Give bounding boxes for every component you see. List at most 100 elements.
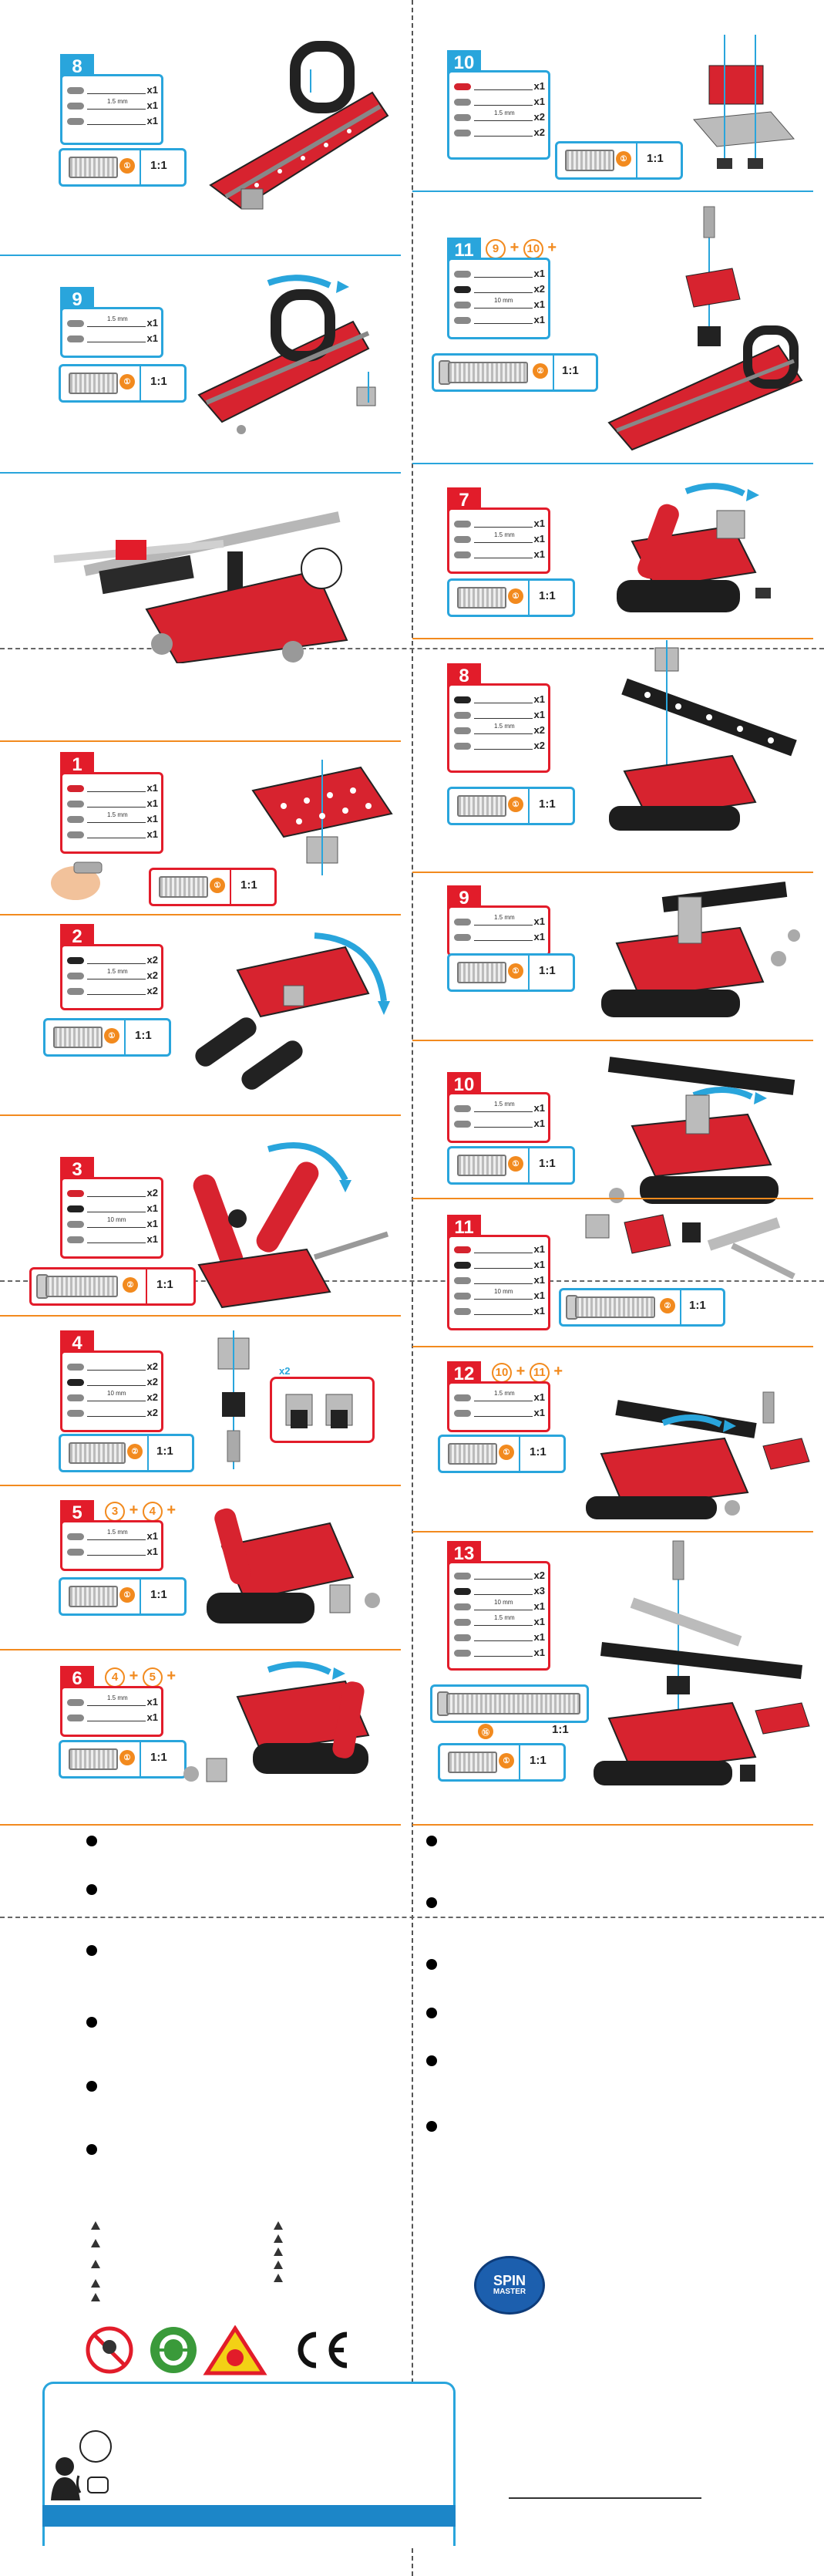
info-bullet — [86, 2081, 97, 2092]
bolt-scale-icon — [457, 962, 506, 983]
part-row: x1 — [449, 79, 548, 94]
bolt-icon — [67, 973, 84, 979]
part-qty: x2 — [146, 969, 158, 981]
bolt-scale-box: ① 1:1 — [438, 1743, 566, 1782]
part-qty: x1 — [533, 1600, 545, 1612]
nut-icon — [454, 1634, 471, 1641]
nut-icon — [454, 1121, 471, 1128]
part-qty: x1 — [533, 1118, 545, 1129]
part-qty: x1 — [146, 1202, 158, 1214]
part-qty: x1 — [146, 1546, 158, 1557]
bolt-icon — [454, 536, 471, 543]
warning-icon — [274, 2221, 283, 2230]
part-size-label: 1.5 mm — [107, 811, 128, 818]
part-qty: x1 — [533, 915, 545, 927]
lion-mark-icon — [203, 2325, 267, 2375]
bolt-number: ① — [508, 1156, 523, 1172]
part-row: x1 — [62, 1544, 161, 1559]
bolt-scale-icon — [448, 1443, 497, 1465]
bolt-icon — [454, 271, 471, 278]
part-size-label: 10 mm — [494, 297, 513, 304]
bolt-scale-box: ① 1:1 — [447, 578, 575, 617]
spacer-icon — [67, 1205, 84, 1212]
part-size-label: 1.5 mm — [107, 968, 128, 975]
strip-icon — [67, 1190, 84, 1197]
bolt-scale-box-long: ② 1:1 — [559, 1288, 725, 1327]
multiplier-box: x2 — [270, 1365, 375, 1443]
plate-bracket-illustration — [251, 760, 393, 875]
bolt-scale-icon — [448, 1752, 497, 1773]
part-qty: x1 — [146, 332, 158, 344]
part-qty: x1 — [533, 1290, 545, 1301]
part-qty: x1 — [533, 931, 545, 942]
fold-line-horizontal-1 — [0, 648, 824, 649]
washer-icon — [454, 1650, 471, 1657]
scale-ratio: 1:1 — [552, 1723, 569, 1736]
helicopter-assembly-illustration — [209, 41, 389, 210]
part-qty: x1 — [146, 782, 158, 794]
rotor-mount-illustration — [607, 206, 803, 451]
bolt-number: ① — [499, 1445, 514, 1460]
strip-icon — [67, 957, 84, 964]
bolt-scale-icon — [69, 1748, 118, 1770]
part-row: x2 — [62, 1374, 161, 1390]
info-bullet — [426, 1897, 437, 1908]
part-size-label: 1.5 mm — [494, 1101, 515, 1108]
part-row: x1 — [449, 1273, 548, 1288]
part-row: x1 — [449, 1630, 548, 1645]
bolt-number: ① — [119, 374, 135, 389]
part-qty: x1 — [533, 518, 545, 529]
bolt-scale-icon — [69, 1586, 118, 1607]
scale-ratio: 1:1 — [135, 1029, 152, 1042]
part-qty: x2 — [533, 740, 545, 751]
part-size-label: 1.5 mm — [494, 1614, 515, 1621]
part-qty: x1 — [146, 813, 158, 824]
nut-icon — [454, 1410, 471, 1417]
part-qty: x1 — [533, 1391, 545, 1403]
part-size-label: 1.5 mm — [494, 723, 515, 730]
part-qty: x2 — [146, 954, 158, 966]
safety-icons-row — [86, 2325, 348, 2375]
part-qty: x1 — [533, 693, 545, 705]
part-qty: x2 — [146, 1360, 158, 1372]
part-row: x1 — [62, 1232, 161, 1247]
part-qty: x1 — [146, 1233, 158, 1245]
nut-icon — [454, 130, 471, 137]
part-size-label: 10 mm — [107, 1216, 126, 1223]
warning-icon — [91, 2279, 100, 2288]
bolt-number: ① — [119, 1750, 135, 1765]
spacer-icon — [454, 1262, 471, 1269]
bolt-icon — [67, 103, 84, 110]
scale-ratio: 1:1 — [150, 159, 167, 172]
bolt-scale-icon — [457, 795, 506, 817]
finished-helicopter-view — [39, 486, 401, 663]
part-row: x2 — [62, 1185, 161, 1201]
part-qty: x2 — [146, 1376, 158, 1387]
bolt-icon — [67, 1533, 84, 1540]
age-warning-icon — [86, 2326, 133, 2374]
bolt-scale-box: ① 1:1 — [59, 148, 187, 187]
scale-ratio: 1:1 — [530, 1445, 547, 1458]
bolt-number: ② — [127, 1444, 143, 1459]
bolt-scale-icon — [448, 362, 528, 383]
bolt-number: ② — [533, 363, 548, 379]
strip-icon — [454, 1573, 471, 1580]
part-row: x2 — [449, 738, 548, 754]
